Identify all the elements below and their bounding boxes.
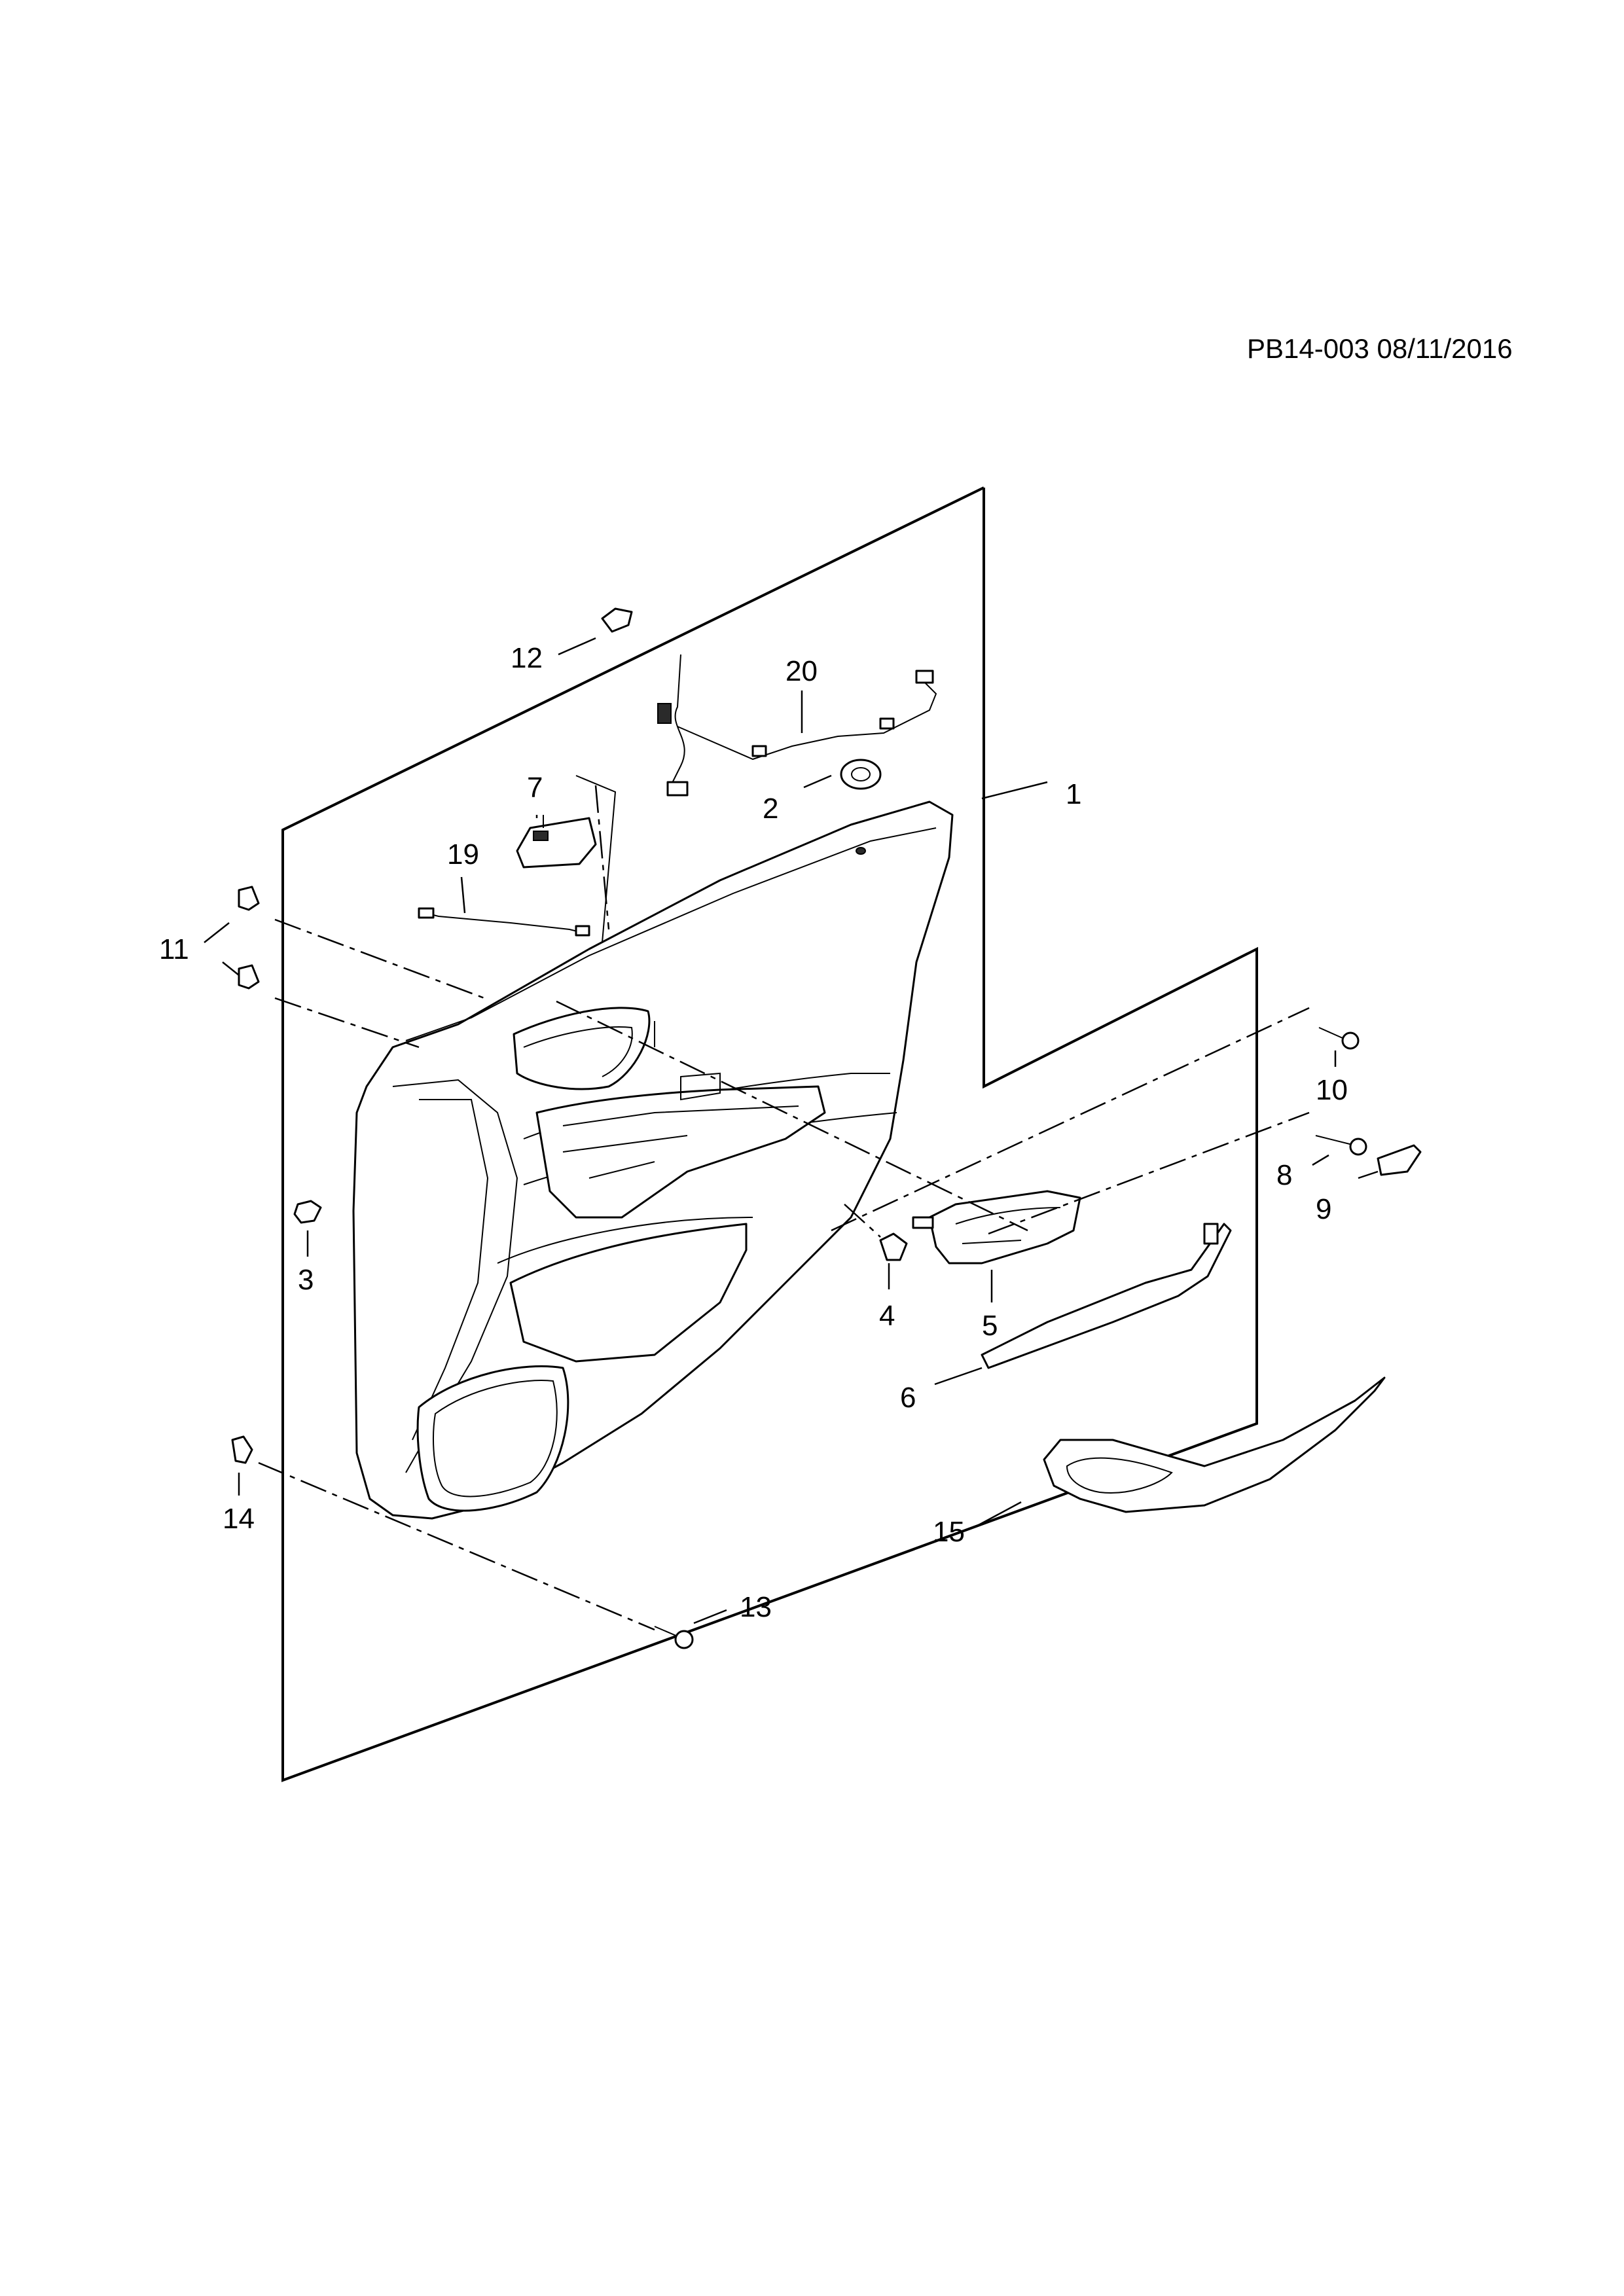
drawing-reference: PB14-003 08/11/2016 [1247, 333, 1513, 364]
clip-part-12 [601, 607, 633, 633]
callout-5: 5 [982, 1310, 998, 1342]
callout-12: 12 [511, 642, 543, 674]
clip-part-14 [231, 1435, 253, 1464]
callout-2: 2 [763, 793, 778, 825]
callout-3: 3 [298, 1264, 314, 1296]
cable-part [418, 907, 590, 937]
callout-14: 14 [223, 1503, 255, 1535]
wiring-harness [657, 654, 937, 797]
callout-13: 13 [740, 1591, 772, 1623]
callout-6: 6 [900, 1382, 916, 1414]
callout-15: 15 [933, 1516, 965, 1548]
assembly-frame [281, 486, 1258, 1782]
door-trim-panel [352, 800, 954, 1520]
screw-part-10 [1318, 1027, 1360, 1050]
callout-8: 8 [1276, 1159, 1292, 1191]
leader-lines [204, 637, 1379, 1624]
cap-part-9 [1377, 1144, 1422, 1176]
callouts: 1 2 3 4 5 6 7 8 9 10 11 12 13 14 15 19 2… [159, 642, 1348, 1623]
clip-part-4 [879, 1232, 908, 1261]
callout-11: 11 [159, 933, 189, 965]
callout-1: 1 [1066, 778, 1081, 810]
clip-parts-11 [238, 886, 260, 990]
callout-10: 10 [1316, 1074, 1348, 1106]
switch-module-part [516, 775, 617, 943]
inner-handle-part [912, 1190, 1081, 1265]
trim-strip-part [981, 1223, 1232, 1369]
screw-part-13 [654, 1626, 694, 1649]
fastener-part-3 [293, 1200, 322, 1224]
callout-9: 9 [1316, 1193, 1331, 1225]
grommet-part [840, 759, 882, 855]
bezel-part [1043, 1376, 1386, 1513]
callout-20: 20 [785, 655, 818, 687]
assembly-lines [258, 785, 1310, 1631]
callout-19: 19 [447, 838, 479, 870]
callout-7: 7 [527, 772, 543, 804]
callout-4: 4 [879, 1300, 895, 1332]
screw-part-8 [1315, 1135, 1367, 1156]
